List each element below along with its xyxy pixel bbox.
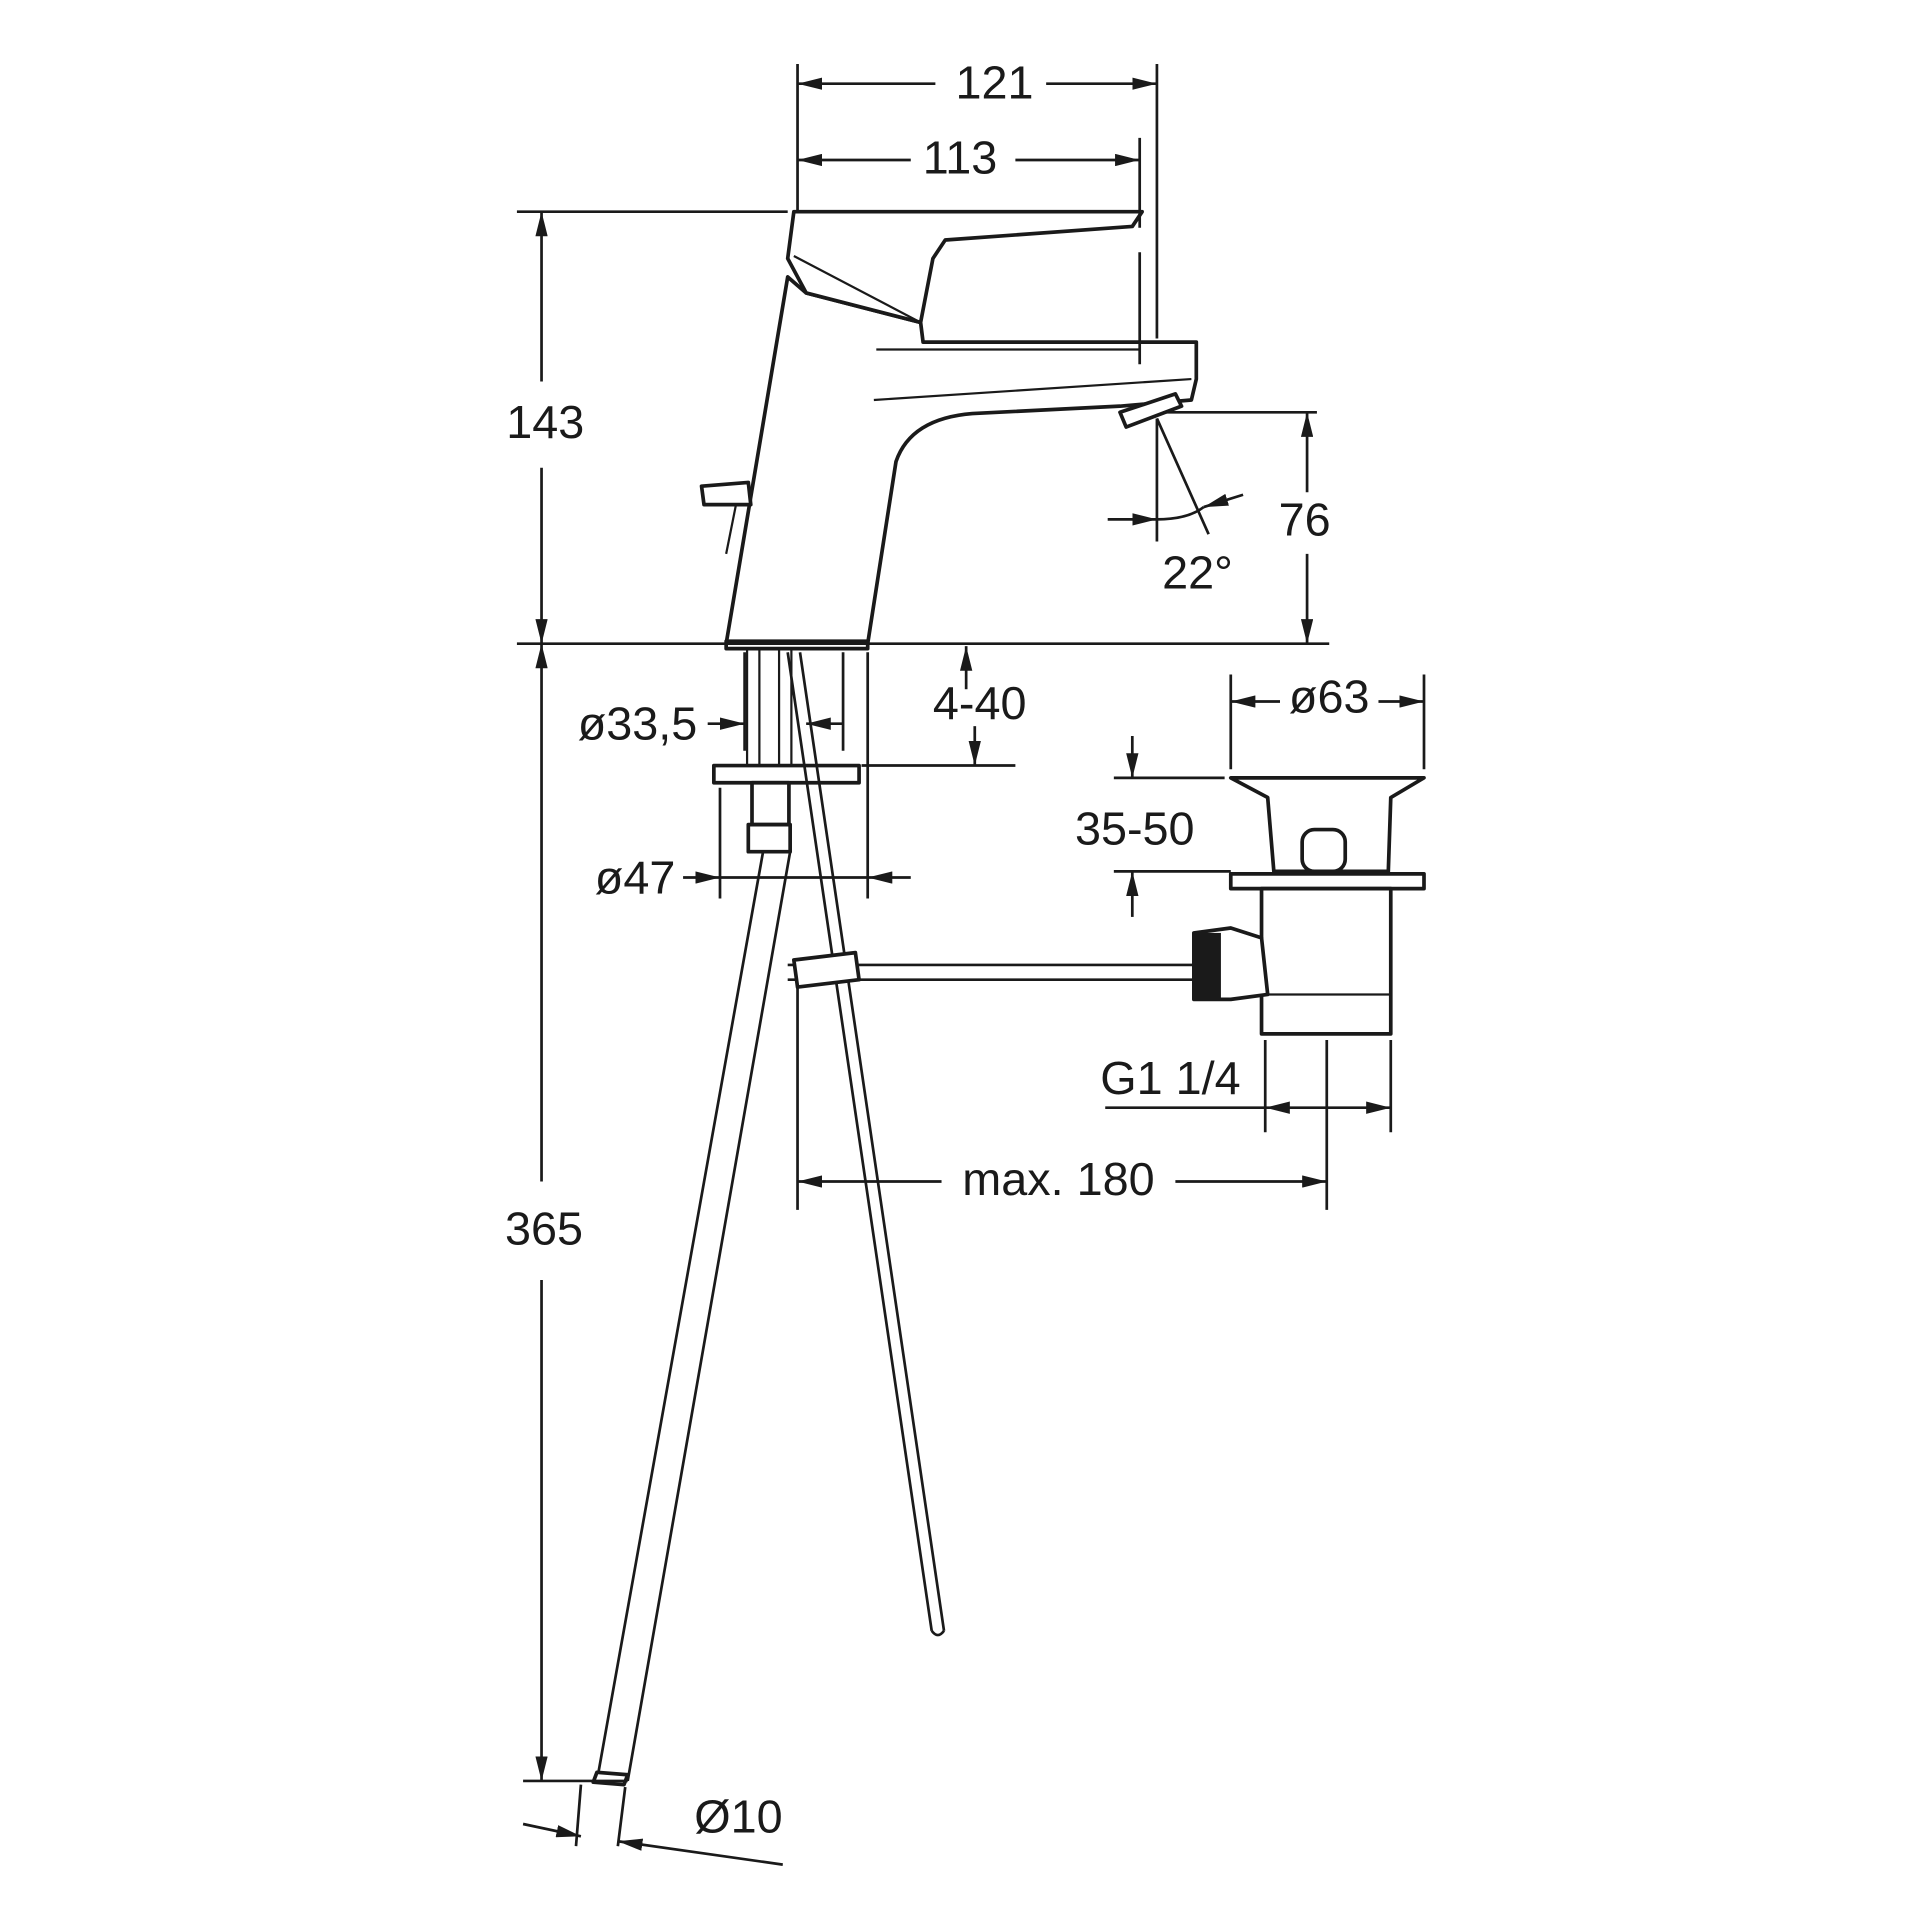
mounting-shank xyxy=(712,648,861,854)
pop-up-rod xyxy=(787,950,1200,989)
dim-label-deck-thickness: 4-40 xyxy=(933,677,1027,729)
dim-label-121: 121 xyxy=(955,57,1033,109)
dim-label-rod-length: max. 180 xyxy=(962,1153,1154,1205)
aerator xyxy=(1118,392,1184,429)
dim-label-hose-diameter: Ø10 xyxy=(694,1791,782,1843)
dim-label-shank-diameter: ø33,5 xyxy=(578,698,698,750)
mounting-nut-plate xyxy=(712,763,861,785)
dim-label-hose-length: 365 xyxy=(505,1202,583,1254)
dim-label-76: 76 xyxy=(1279,493,1331,545)
hose-fitting xyxy=(746,822,792,854)
dim-label-drain-thickness: 35-50 xyxy=(1075,802,1195,854)
rod-clamp xyxy=(792,950,861,989)
dimension-lines xyxy=(516,64,1426,1866)
waste-drain xyxy=(1192,776,1426,1036)
dim-label-22deg: 22° xyxy=(1162,546,1233,598)
drain-rod-connector xyxy=(1193,932,1221,1000)
pop-up-knob[interactable] xyxy=(699,480,753,555)
faucet-body xyxy=(724,275,1199,651)
dim-label-nut-diameter: ø47 xyxy=(595,852,676,904)
dim-label-drain-thread: G1 1/4 xyxy=(1100,1052,1240,1104)
dim-label-113: 113 xyxy=(923,132,998,184)
dim-label-143: 143 xyxy=(506,396,584,448)
dim-label-drain-diameter: ø63 xyxy=(1289,671,1370,723)
